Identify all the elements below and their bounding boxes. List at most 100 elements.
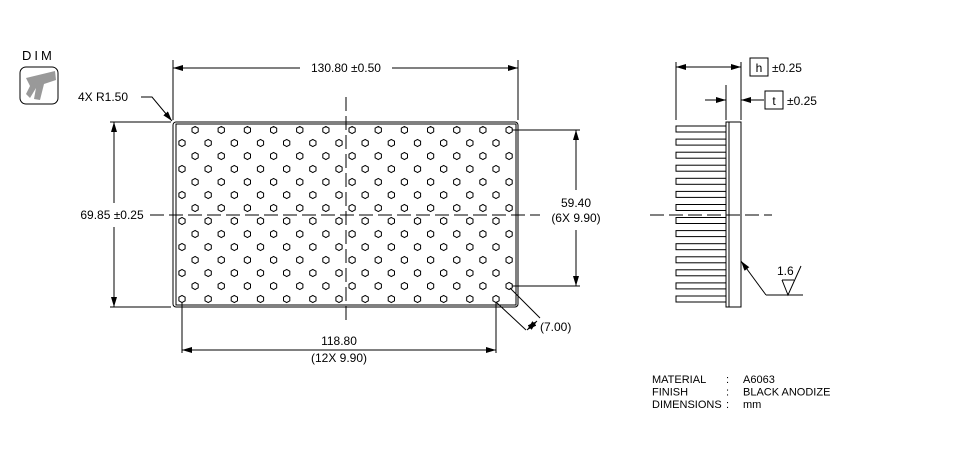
pin [505, 151, 513, 161]
pin [348, 281, 356, 291]
pin [270, 203, 278, 213]
pin [505, 125, 513, 135]
pin [309, 138, 317, 148]
pin [492, 216, 500, 226]
pin [217, 151, 225, 161]
pin [309, 216, 317, 226]
pin [466, 138, 474, 148]
h-tolerance: ±0.25 [772, 61, 802, 75]
note-value: A6063 [743, 374, 775, 386]
pin [322, 203, 330, 213]
note-value: mm [743, 399, 761, 411]
pin [505, 203, 513, 213]
pin [335, 242, 343, 252]
pin [243, 125, 251, 135]
pin [217, 177, 225, 187]
pin [400, 281, 408, 291]
pin-grid [178, 125, 513, 304]
pin [348, 125, 356, 135]
pin [348, 177, 356, 187]
pin [427, 125, 435, 135]
pin [348, 229, 356, 239]
pin [440, 268, 448, 278]
note-label: MATERIAL [652, 374, 706, 386]
pin [348, 151, 356, 161]
note-sep: : [726, 399, 729, 411]
pin [191, 255, 199, 265]
pin [322, 281, 330, 291]
pin [466, 294, 474, 304]
pin [217, 281, 225, 291]
pin [230, 294, 238, 304]
pin [387, 138, 395, 148]
pin [466, 242, 474, 252]
pin [361, 242, 369, 252]
pin [230, 216, 238, 226]
pin [440, 164, 448, 174]
pin [427, 281, 435, 291]
fin-stack [675, 125, 727, 303]
pin [296, 255, 304, 265]
side-view: h ±0.25 t ±0.25 1.6 [650, 57, 817, 308]
pin [374, 125, 382, 135]
pin [361, 294, 369, 304]
pin [413, 216, 422, 226]
pin [309, 294, 317, 304]
pin-span-v-dim: 59.40 [561, 196, 591, 210]
pin [217, 229, 225, 239]
pin [270, 125, 278, 135]
pin [440, 216, 448, 226]
pin [387, 164, 395, 174]
pin [427, 229, 435, 239]
pin [178, 242, 186, 252]
pin [361, 190, 369, 200]
pin [413, 138, 422, 148]
t-tolerance: ±0.25 [787, 94, 817, 108]
pin [400, 203, 408, 213]
pin [479, 281, 487, 291]
pin [361, 138, 369, 148]
pin [243, 151, 251, 161]
pin [230, 164, 238, 174]
pin [374, 203, 382, 213]
fin [675, 138, 727, 146]
pin [466, 268, 474, 278]
fin [675, 204, 727, 211]
pin [335, 164, 343, 174]
surface-finish-value: 1.6 [777, 264, 794, 278]
pin [453, 203, 461, 213]
pin [243, 281, 251, 291]
pin [374, 281, 382, 291]
pin [387, 190, 395, 200]
pin [400, 125, 408, 135]
pin [427, 177, 435, 187]
pin [230, 268, 238, 278]
pin [505, 281, 513, 291]
pin [427, 151, 435, 161]
pin [413, 164, 422, 174]
pin [296, 177, 304, 187]
pin [505, 255, 513, 265]
pin [492, 268, 500, 278]
fin [675, 243, 727, 251]
pin [492, 294, 500, 304]
pin [256, 294, 265, 304]
fin [675, 217, 727, 224]
pin [191, 125, 199, 135]
fin [675, 282, 727, 290]
pin [479, 151, 487, 161]
pin [204, 138, 212, 148]
pin [270, 255, 278, 265]
pin [374, 255, 382, 265]
note-sep: : [726, 387, 729, 399]
fin [675, 151, 727, 159]
pin [270, 281, 278, 291]
pin [400, 177, 408, 187]
pin [440, 242, 448, 252]
pin [270, 177, 278, 187]
pin [492, 138, 500, 148]
corner-radius-dim: 4X R1.50 [78, 90, 128, 104]
pin [335, 216, 343, 226]
